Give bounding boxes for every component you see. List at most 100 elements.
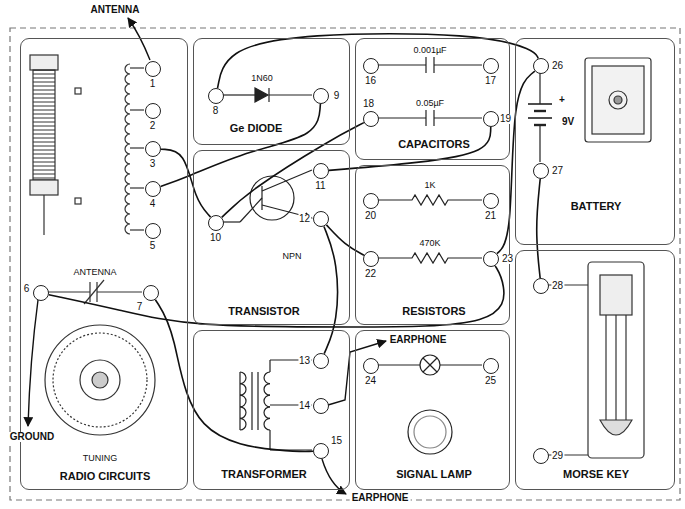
- terminal-number: 18: [362, 99, 375, 109]
- resistor-value: 1K: [422, 181, 437, 190]
- morse-key-part: [600, 420, 632, 435]
- battery-symbol-part: [534, 110, 546, 112]
- tapped-coil-part: [130, 229, 144, 230]
- terminal-number: 17: [484, 76, 497, 86]
- variable-capacitor-symbol-part: [97, 291, 142, 292]
- terminal-post: 11: [313, 163, 329, 179]
- terminal-post: 3: [145, 141, 161, 157]
- leader-arrows-part: [28, 300, 38, 426]
- terminal-post: 8: [208, 88, 224, 104]
- terminal-number: 6: [23, 284, 31, 294]
- terminal-number: 5: [149, 241, 157, 251]
- terminal-number: 11: [314, 181, 326, 191]
- signal-lamp-symbol-part: [423, 358, 437, 372]
- hookup-wire: [161, 104, 321, 186]
- battery-symbol: [528, 73, 552, 162]
- tapped-coil-part: [130, 147, 144, 148]
- terminal-post: 12: [313, 211, 329, 227]
- tuning-dial-part: [45, 325, 155, 435]
- coil-winding: [264, 395, 270, 407]
- resistor-value: 470K: [417, 239, 442, 248]
- terminal-number: 24: [364, 376, 377, 386]
- terminal-number: 22: [364, 269, 377, 279]
- terminal-post: 23: [483, 251, 499, 267]
- battery-symbol-part: [528, 103, 552, 105]
- hookup-wire: [155, 300, 313, 452]
- module-panel: TRANSISTOR101112: [193, 150, 350, 325]
- terminal-number: 12: [298, 214, 311, 224]
- diode-symbol-part: [223, 94, 255, 95]
- outer-frame: [10, 28, 680, 500]
- terminal-number: 27: [551, 166, 564, 176]
- morse-key-part: [615, 315, 616, 420]
- resistor-symbols-part: [378, 253, 482, 263]
- terminal-post: 9: [313, 88, 329, 104]
- morse-key-part: [605, 315, 606, 420]
- module-label: RESISTORS: [402, 306, 465, 317]
- module-label: BATTERY: [571, 201, 622, 212]
- ferrite-coil-part: [43, 195, 44, 235]
- transistor-symbol-part: [262, 170, 312, 191]
- terminal-number: 20: [364, 211, 377, 221]
- signal-lamp-symbol-part: [420, 355, 440, 375]
- terminal-post: 2: [145, 103, 161, 119]
- hookup-wire: [49, 266, 504, 327]
- terminal-post: 16: [363, 58, 379, 74]
- terminal-number: 29: [551, 451, 564, 461]
- terminal-post: 17: [483, 58, 499, 74]
- terminal-post: 1: [145, 61, 161, 77]
- transistor-type: NPN: [280, 252, 303, 261]
- module-panel: SIGNAL LAMP2425: [355, 330, 510, 490]
- hookup-wire: [537, 179, 540, 278]
- terminal-post: 20: [363, 193, 379, 209]
- coil-winding: [240, 418, 246, 430]
- tapped-coil-part: [130, 67, 144, 68]
- capacitor-symbols-part: [425, 57, 426, 73]
- transformer-symbol-part: [269, 430, 270, 450]
- coil-winding: [240, 372, 246, 384]
- battery-holder-part: [614, 96, 622, 104]
- module-label: TRANSFORMER: [221, 469, 307, 480]
- morse-key-part: [588, 262, 644, 458]
- module-panel: RADIO CIRCUITS1234567: [20, 38, 188, 490]
- tapped-coil-part: [130, 187, 144, 188]
- terminal-number: 1: [149, 79, 157, 89]
- terminal-number: 19: [499, 114, 512, 124]
- transformer-symbol-part: [239, 372, 240, 430]
- capacitor-symbols: [378, 57, 482, 126]
- coil-winding: [125, 64, 130, 234]
- terminal-number: 4: [149, 199, 157, 209]
- morse-key-part: [600, 275, 632, 315]
- earphone-label: EARPHONE: [350, 493, 411, 503]
- morse-key-part: [625, 315, 626, 420]
- terminal-post: 4: [145, 181, 161, 197]
- antenna-label: ANTENNA: [71, 268, 118, 277]
- module-panel: BATTERY2627: [515, 38, 675, 245]
- resistor-symbols-part: [378, 195, 482, 205]
- hookup-wire: [161, 149, 211, 217]
- terminal-post: 28: [533, 278, 549, 294]
- signal-lamp-symbol: [378, 355, 482, 454]
- hookup-wire: [329, 127, 491, 170]
- module-panel: MORSE KEY2829: [515, 250, 675, 490]
- terminal-number: 13: [298, 356, 311, 366]
- variable-capacitor-symbol-part: [89, 282, 90, 302]
- capacitor-value: 0.05µF: [414, 99, 446, 108]
- transistor-symbol-part: [261, 186, 262, 210]
- terminal-post: 10: [208, 215, 224, 231]
- coil-winding: [240, 395, 246, 407]
- transistor-symbol-part: [240, 198, 262, 222]
- transistor-symbol-part: [250, 176, 294, 220]
- variable-capacitor-symbol-part: [48, 291, 90, 292]
- terminal-number: 25: [484, 376, 497, 386]
- earphone-label: EARPHONE: [388, 335, 449, 345]
- module-label: CAPACITORS: [398, 139, 470, 150]
- terminal-number: 9: [333, 91, 341, 101]
- terminal-number: 16: [364, 76, 377, 86]
- terminal-post: 6: [33, 285, 49, 301]
- battery-symbol-part: [539, 125, 540, 162]
- signal-lamp-symbol-part: [423, 358, 437, 372]
- terminal-post: 25: [483, 358, 499, 374]
- signal-lamp-symbol-part: [408, 410, 452, 454]
